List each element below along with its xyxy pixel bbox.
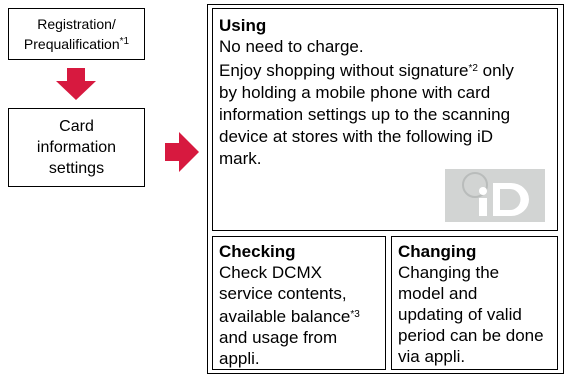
checking-line1: Check DCMX [219,263,322,282]
registration-text: Registration/ Prequalification*1 [9,9,144,59]
changing-line5: via appli. [398,347,466,366]
id-logo-dot [479,187,487,195]
checking-line3-wrap: available balance*3 [219,304,381,327]
down-arrow-icon [56,68,96,100]
card-settings-line3: settings [48,160,105,177]
registration-box: Registration/ Prequalification*1 [8,8,145,60]
checking-content: Checking Check DCMX service contents, av… [219,241,381,369]
registration-line2-wrap: Prequalification*1 [24,33,129,53]
using-line2-wrap: Enjoy shopping without signature*2 only [219,58,551,82]
registration-line1: Registration/ [37,16,116,32]
checking-line3: available balance [219,307,351,326]
footnote-3: *3 [350,309,360,320]
checking-panel: Checking Check DCMX service contents, av… [212,236,386,370]
using-line6: mark. [219,149,262,168]
footnote-2: *2 [468,63,478,74]
checking-title: Checking [219,242,296,261]
changing-title: Changing [398,242,477,261]
right-arrow-shape [165,132,199,172]
using-line5: device at stores with the following iD [219,127,494,146]
card-settings-line1: Card [59,118,94,135]
card-settings-box: Card information settings [8,108,145,187]
right-arrow-icon [165,132,199,172]
id-logo-d-shape [493,183,529,216]
card-settings-line2: information [36,139,117,156]
changing-line1: Changing the [398,263,500,282]
changing-line2: model and [398,284,478,303]
changing-panel: Changing Changing the model and updating… [391,236,558,370]
id-logo-i-stem [479,198,487,216]
using-body: No need to charge. Enjoy shopping withou… [219,36,551,170]
checking-line5: appli. [219,349,260,368]
using-line1: No need to charge. [219,37,364,56]
id-logo-watermark-circle [462,172,488,198]
changing-line4: period can be done [398,326,544,345]
using-line3: by holding a mobile phone with card [219,83,491,102]
using-line2-post: only [477,61,514,80]
checking-line2: service contents, [219,284,347,303]
using-title: Using [219,16,267,35]
using-panel: Using No need to charge. Enjoy shopping … [212,8,558,231]
using-content: Using No need to charge. Enjoy shopping … [219,15,551,170]
card-settings-text: Card information settings [9,109,144,186]
id-logo-icon [445,169,545,222]
footnote-1: *1 [119,36,130,47]
checking-line4: and usage from [219,328,338,347]
checking-body: Check DCMX service contents, available b… [219,262,381,369]
using-line2: Enjoy shopping without signature [219,61,469,80]
changing-line3: updating of valid [398,305,522,324]
changing-body: Changing the model and updating of valid… [398,262,553,367]
changing-content: Changing Changing the model and updating… [398,241,553,367]
using-line4: information settings up to the scanning [219,105,511,124]
registration-line2: Prequalification [23,36,120,52]
down-arrow-shape [56,68,96,100]
